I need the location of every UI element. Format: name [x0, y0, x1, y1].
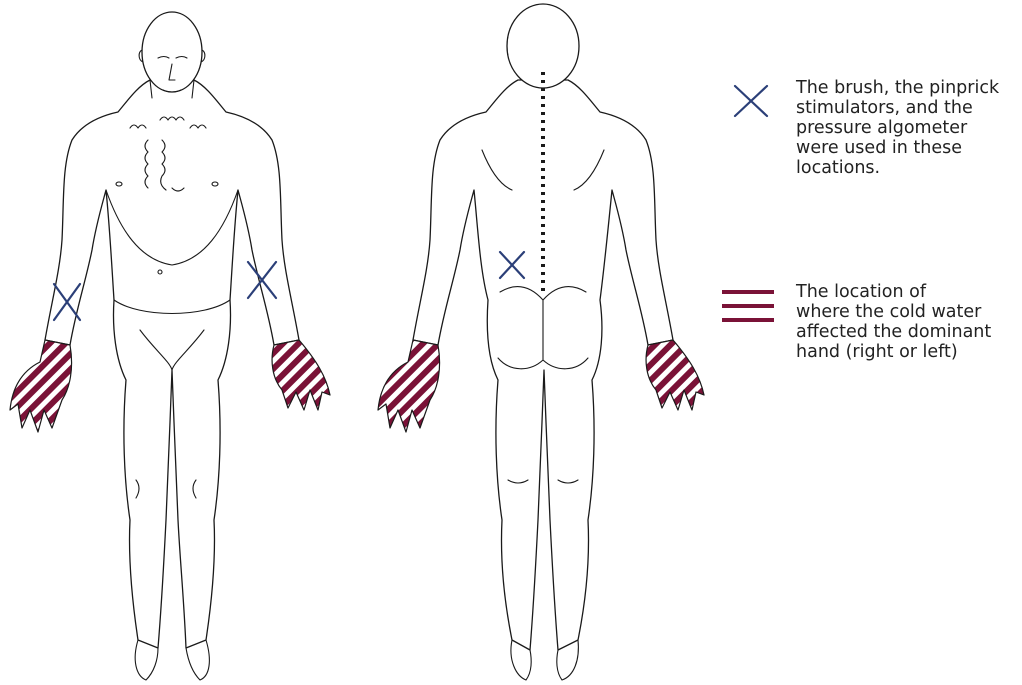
legend-cross-marker-icon [735, 86, 767, 116]
front-right-hand-stripes [10, 340, 72, 432]
front-body-outline [45, 80, 299, 648]
back-right-hand-stripes [378, 340, 440, 432]
back-body-view [378, 4, 704, 680]
legend-stripes-text: The location of where the cold water aff… [796, 282, 1022, 362]
legend-cross-text: The brush, the pinprick stimulators, and… [796, 78, 1022, 178]
back-body-outline [413, 80, 673, 650]
front-body-view [10, 12, 330, 680]
back-left-hand-stripes [646, 340, 704, 410]
legend-stripes-marker-icon [722, 290, 774, 322]
front-left-hand-stripes [272, 340, 330, 410]
back-head [507, 4, 579, 88]
